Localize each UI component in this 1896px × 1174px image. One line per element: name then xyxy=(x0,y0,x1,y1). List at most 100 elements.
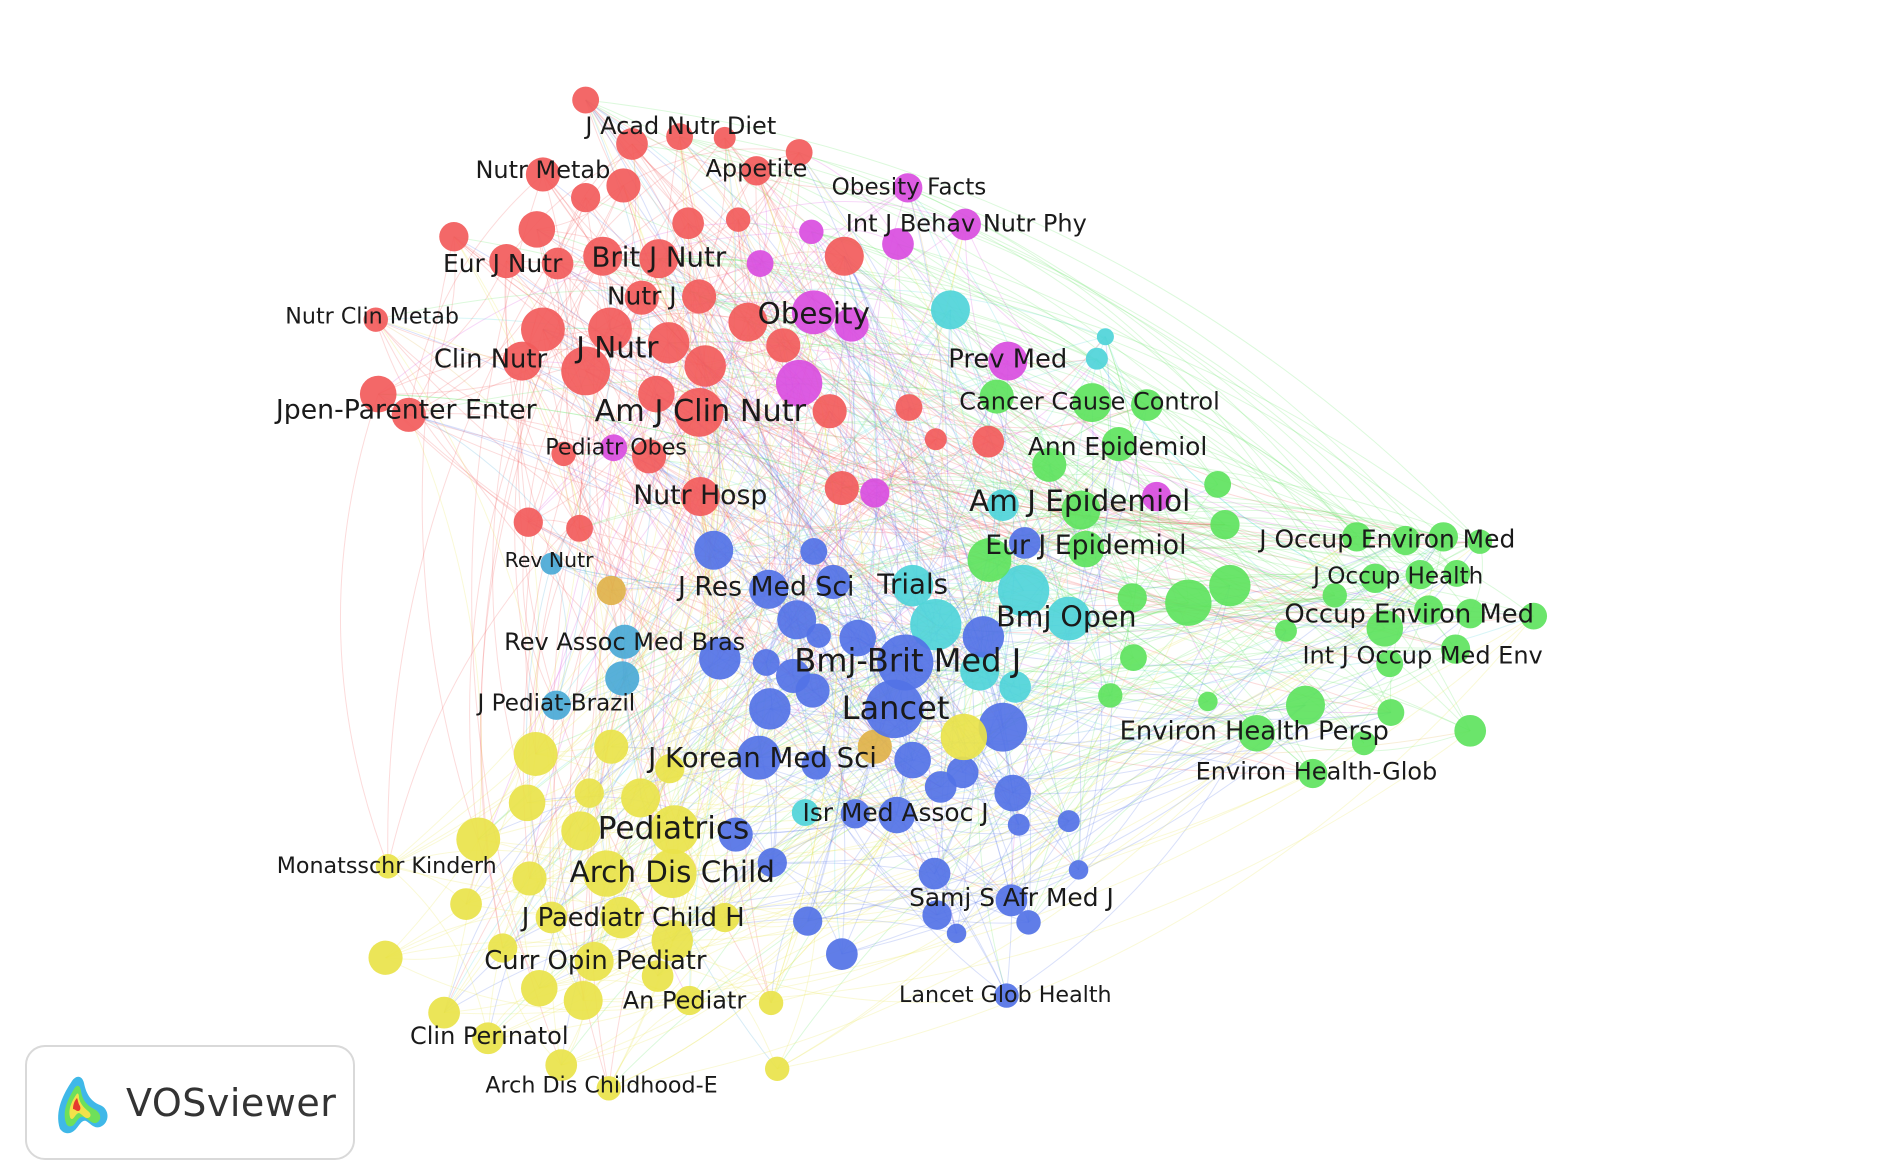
network-node[interactable] xyxy=(1061,490,1101,530)
node-label[interactable]: Arch Dis Childhood-E xyxy=(485,1072,717,1098)
network-node[interactable] xyxy=(1057,810,1080,833)
network-node[interactable] xyxy=(1405,560,1435,590)
network-node[interactable] xyxy=(638,375,675,413)
network-node[interactable] xyxy=(1443,560,1471,587)
node-label[interactable]: Ann Epidemiol xyxy=(1028,432,1207,461)
network-node[interactable] xyxy=(710,902,740,933)
node-label[interactable]: Arch Dis Child xyxy=(570,855,775,889)
node-label[interactable]: Eur J Nutr xyxy=(443,249,563,278)
network-node[interactable] xyxy=(795,673,830,708)
node-label[interactable]: Cancer Cause Control xyxy=(959,388,1219,416)
network-node[interactable] xyxy=(857,729,892,764)
network-node[interactable] xyxy=(816,564,851,600)
network-node[interactable] xyxy=(513,732,558,776)
network-node[interactable] xyxy=(574,941,614,981)
network-node[interactable] xyxy=(647,322,690,364)
network-node[interactable] xyxy=(1467,529,1493,554)
network-node[interactable] xyxy=(728,302,768,342)
network-node[interactable] xyxy=(972,425,1005,458)
network-node[interactable] xyxy=(566,514,593,542)
network-node[interactable] xyxy=(978,702,1028,752)
network-node[interactable] xyxy=(824,236,864,276)
network-node[interactable] xyxy=(749,569,789,609)
network-node[interactable] xyxy=(812,394,847,429)
network-node[interactable] xyxy=(1414,595,1444,625)
network-node[interactable] xyxy=(878,796,916,834)
node-label[interactable]: Obesity xyxy=(758,296,870,330)
node-label[interactable]: Lancet Glob Health xyxy=(899,982,1112,1008)
network-node[interactable] xyxy=(793,906,823,936)
network-node[interactable] xyxy=(994,774,1031,812)
network-node[interactable] xyxy=(749,688,791,730)
network-node[interactable] xyxy=(791,290,836,335)
network-node[interactable] xyxy=(1085,347,1108,370)
network-node[interactable] xyxy=(999,671,1031,703)
network-node[interactable] xyxy=(488,933,518,963)
network-node[interactable] xyxy=(672,207,704,240)
network-node[interactable] xyxy=(489,244,524,279)
network-node[interactable] xyxy=(1067,530,1105,568)
network-node[interactable] xyxy=(718,817,753,852)
network-node[interactable] xyxy=(895,394,923,421)
network-node[interactable] xyxy=(994,983,1019,1008)
node-label[interactable]: Brit J Nutr xyxy=(591,241,726,274)
network-node[interactable] xyxy=(893,173,923,203)
network-node[interactable] xyxy=(632,439,667,474)
network-node[interactable] xyxy=(1377,699,1405,726)
network-node[interactable] xyxy=(1141,481,1172,512)
network-node[interactable] xyxy=(508,784,546,822)
network-node[interactable] xyxy=(1351,730,1377,756)
network-node[interactable] xyxy=(922,900,952,930)
node-label[interactable]: J Acad Nutr Diet xyxy=(583,112,776,140)
network-node[interactable] xyxy=(561,811,601,851)
network-node[interactable] xyxy=(684,345,726,387)
network-node[interactable] xyxy=(391,397,426,432)
network-node[interactable] xyxy=(839,619,877,657)
network-node[interactable] xyxy=(1117,583,1147,613)
network-node[interactable] xyxy=(713,126,736,149)
network-node[interactable] xyxy=(540,552,563,575)
network-node[interactable] xyxy=(834,307,869,342)
network-node[interactable] xyxy=(894,741,931,779)
network-node[interactable] xyxy=(624,280,659,315)
network-node[interactable] xyxy=(801,750,831,780)
network-node[interactable] xyxy=(600,896,642,939)
network-node[interactable] xyxy=(979,379,1014,414)
node-label[interactable]: Lancet xyxy=(842,689,950,727)
network-node[interactable] xyxy=(572,86,600,114)
network-node[interactable] xyxy=(472,1022,504,1055)
network-node[interactable] xyxy=(520,307,565,352)
network-node[interactable] xyxy=(1238,714,1275,752)
network-node[interactable] xyxy=(518,211,556,248)
network-node[interactable] xyxy=(1165,579,1212,626)
network-node[interactable] xyxy=(960,651,1000,691)
network-node[interactable] xyxy=(561,346,611,396)
network-node[interactable] xyxy=(596,1076,622,1101)
network-node[interactable] xyxy=(674,985,704,1016)
node-label[interactable]: Curr Opin Pediatr xyxy=(484,946,707,976)
node-label[interactable]: An Pediatr xyxy=(623,987,747,1015)
network-node[interactable] xyxy=(746,250,774,277)
node-label[interactable]: Environ Health Persp xyxy=(1120,717,1389,747)
network-node[interactable] xyxy=(1454,714,1487,747)
network-node[interactable] xyxy=(949,208,981,241)
network-node[interactable] xyxy=(456,817,501,862)
network-node[interactable] xyxy=(987,489,1019,521)
network-node[interactable] xyxy=(525,157,561,192)
network-node[interactable] xyxy=(840,799,870,829)
network-node[interactable] xyxy=(563,980,603,1020)
network-node[interactable] xyxy=(682,279,717,314)
network-node[interactable] xyxy=(1204,470,1232,498)
network-node[interactable] xyxy=(1440,634,1471,664)
network-node[interactable] xyxy=(800,538,828,565)
network-node[interactable] xyxy=(1322,583,1347,608)
node-label[interactable]: Nutr Clin Metab xyxy=(285,304,459,330)
network-node[interactable] xyxy=(946,923,967,944)
network-node[interactable] xyxy=(502,341,542,381)
network-node[interactable] xyxy=(824,470,859,506)
network-node[interactable] xyxy=(513,507,543,537)
network-node[interactable] xyxy=(368,940,403,975)
network-node[interactable] xyxy=(594,729,629,764)
network-node[interactable] xyxy=(918,857,951,890)
